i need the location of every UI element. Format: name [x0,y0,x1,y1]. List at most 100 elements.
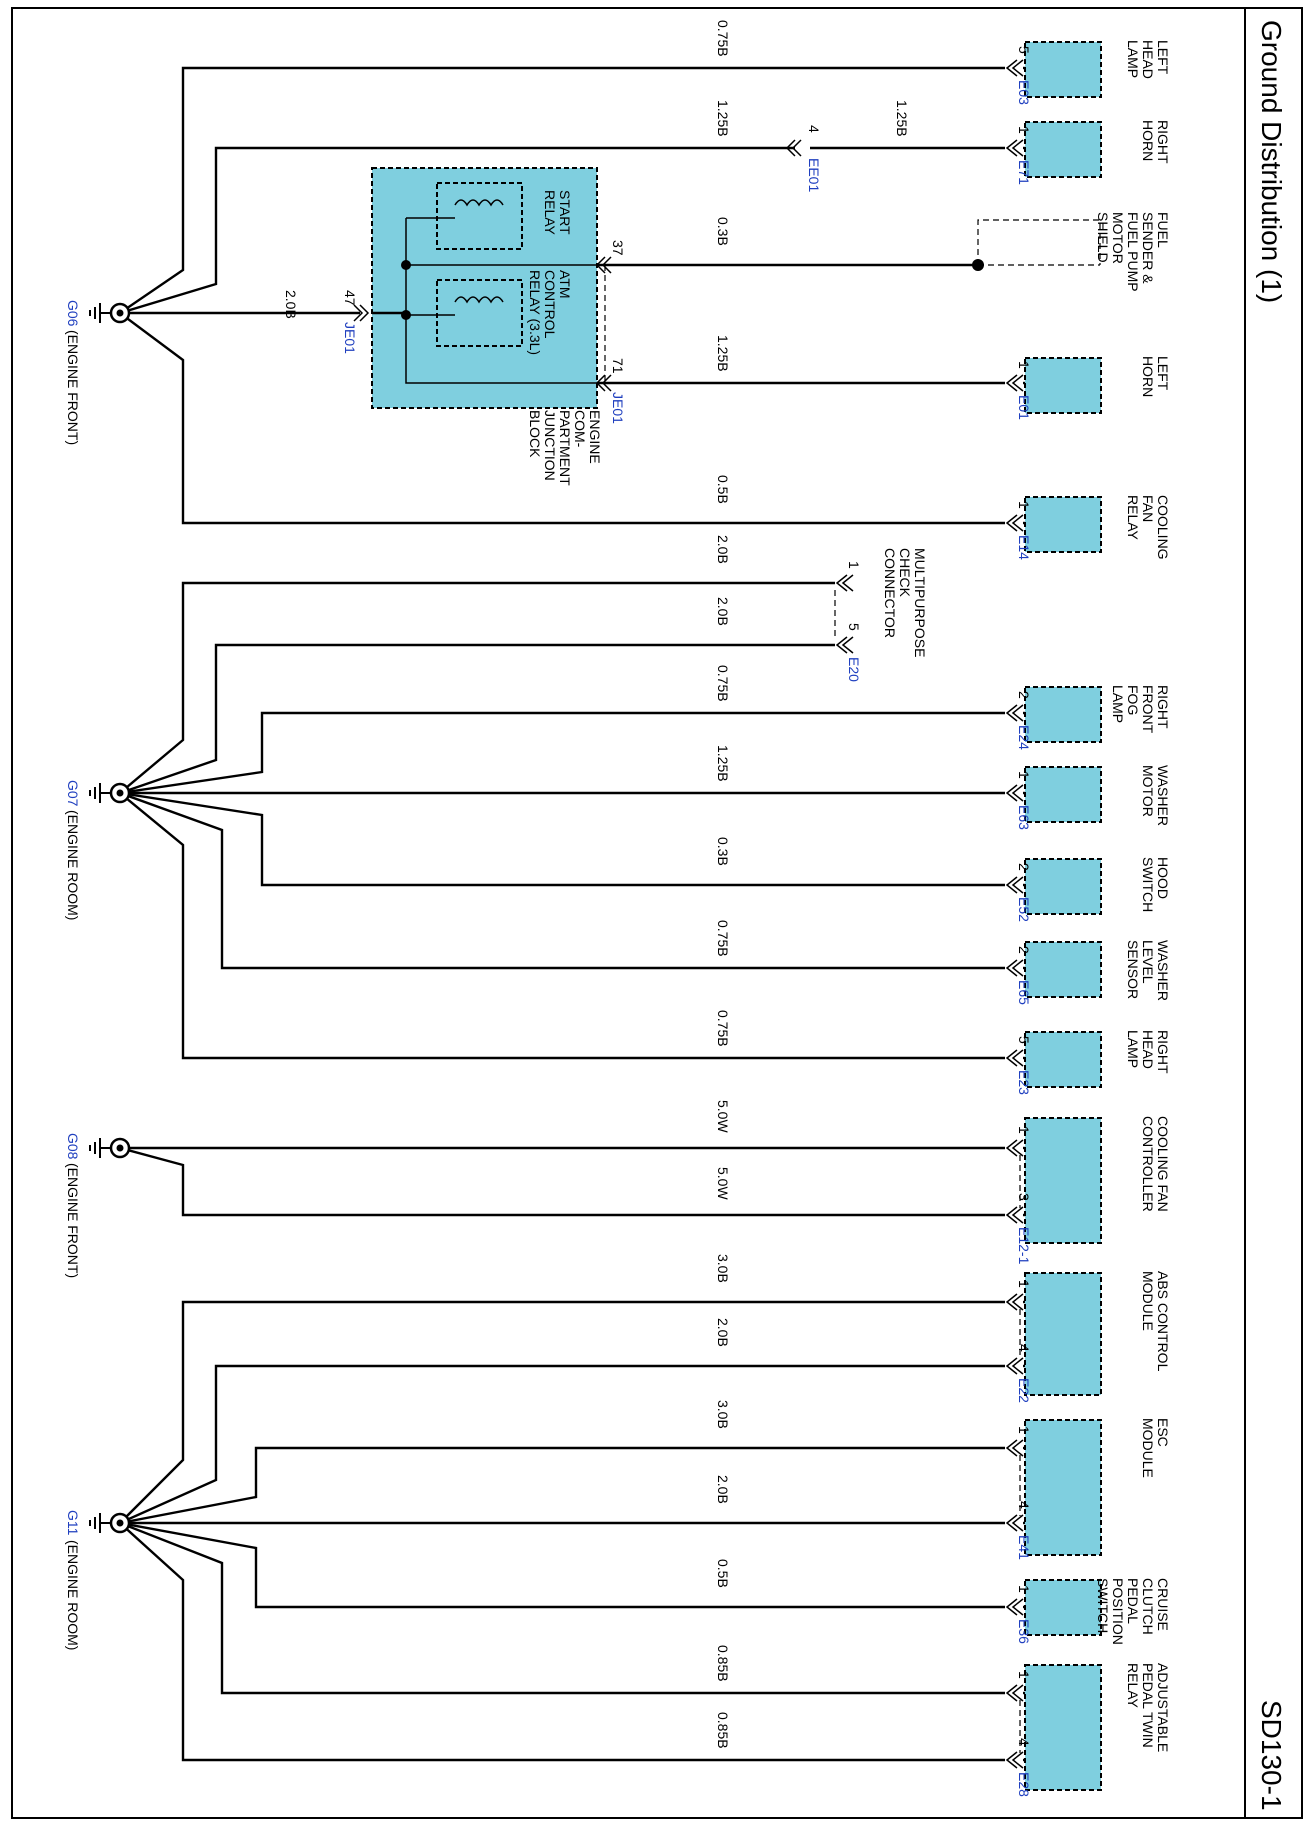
right-front-fog-lamp-box [1024,686,1102,743]
component-name-line: RIGHT [1155,685,1171,729]
wire-gauge-label: 5.0W [715,1100,731,1133]
pin-number: 1 [1016,1671,1032,1679]
pin-number: 1 [1016,1280,1032,1288]
jb-pin-47: 47 [342,290,358,306]
wire-cooling-fan-relay [119,312,1005,525]
splice-dot-1 [401,260,411,270]
ee01-chevron [785,139,802,157]
connector-chevron [1005,1514,1024,1532]
connector-chevron [1005,876,1024,894]
wire-cruise [119,1521,1005,1609]
wire-washer-level [119,791,1005,970]
ground-loc-g08: (ENGINE FRONT) [65,1163,81,1278]
pin-number: 1 [1016,771,1032,779]
je01-chevron-71 [595,374,612,392]
pin-number: 2 [1016,863,1032,871]
wire-gauge-label: 2.0B [715,535,731,564]
component-name-line: FOG [1125,685,1141,715]
connector-chevron [1005,514,1024,532]
wire-gauge-label: 0.75B [715,1010,731,1047]
connector-id: E24 [1016,725,1032,750]
cruise-clutch-switch-box [1024,1579,1102,1636]
component-name-line: ESC [1155,1418,1171,1447]
connector-chevron [1005,374,1024,392]
relay-name-line: RELAY (3.3L) [527,270,543,355]
connector-id: E01 [1016,395,1032,420]
ground-id-g08: G08 [65,1133,81,1160]
component-name-line: PEDAL [1125,1578,1141,1624]
start-relay-coil [454,199,504,207]
connector-id: E63 [1016,805,1032,830]
component-name-line: CHECK [897,548,913,598]
jb-pin-37: 37 [610,240,626,256]
pin-number: 4 [1016,1738,1032,1746]
page-code: SD130-1 [1256,1700,1287,1811]
component-name-line: SWITCH [1140,857,1156,912]
component-name-line: LEFT [1155,356,1171,391]
connector-id: E12-1 [1016,1227,1032,1265]
component-name-line: CRUISE [1155,1578,1171,1631]
component-name-line: PEDAL TWIN [1140,1663,1156,1748]
component-name-line: SHIELD [1095,212,1111,263]
pin-number: 5 [1016,46,1032,54]
component-name-line: MOTOR [1140,765,1156,817]
jb-name-line: COM- [572,410,588,448]
component-name-line: FRONT [1140,685,1156,734]
wire-adj-1 [119,1521,1005,1695]
jb-connector-left: JE01 [342,322,358,354]
relay-name-line: RELAY [542,190,558,236]
wire-cfc-3 [119,1146,1005,1217]
pin-number: 1 [1016,1585,1032,1593]
cooling-fan-relay-box [1024,496,1102,553]
wire-gauge-label: 2.0B [715,1318,731,1347]
wire-hood-switch [119,791,1005,887]
component-name-line: MOTOR [1110,212,1126,264]
connector-chevron [1005,959,1024,977]
ground-loc-g06: (ENGINE FRONT) [65,330,81,445]
ground-id-g06: G06 [65,300,81,327]
connector-chevron [1005,1049,1024,1067]
relay-name-line: CONTROL [542,270,558,339]
wire-gauge-label: 3.0B [715,1400,731,1429]
component-name-line: ADJUSTABLE [1155,1663,1171,1752]
adjustable-pedal-relay-box [1024,1664,1102,1791]
connector-id: E23 [1016,1070,1032,1095]
connector-id: E41 [1016,1535,1032,1560]
wire-gauge-label: 1.25B [715,100,731,137]
wire-gauge-label: 0.5B [715,1559,731,1588]
component-name-line: RIGHT [1155,1030,1171,1074]
connector-chevron [835,574,854,592]
component-name-line: HOOD [1155,857,1171,899]
pin-number: 2 [1016,691,1032,699]
component-name-line: COOLING FAN [1155,1116,1171,1212]
wire-esc-1 [119,1446,1005,1525]
wire-gauge-label: 1.25B [715,745,731,782]
component-name-line: LEFT [1155,40,1171,75]
ground-icon [89,1512,131,1534]
connector-chevron [1005,1751,1024,1769]
connector-id: E28 [1016,1772,1032,1797]
pin-number: 4 [1016,1501,1032,1509]
component-name-line: CLUTCH [1140,1578,1156,1635]
atm-relay-coil [454,296,504,304]
jb-name-line: BLOCK [527,410,543,458]
connector-chevron [1005,1206,1024,1224]
ground-id-g07: G07 [65,780,81,807]
wire-mpcc-5 [119,643,835,795]
connector-id: E65 [1016,980,1032,1005]
connector-id: E71 [1016,160,1032,185]
wire-right-fog-lamp [119,711,1005,795]
wire-gauge-label: 2.0B [715,1475,731,1504]
ee01-id: EE01 [806,158,822,192]
wire-gauge-label: 0.75B [715,665,731,702]
ee01-wire: 1.25B [894,100,910,137]
